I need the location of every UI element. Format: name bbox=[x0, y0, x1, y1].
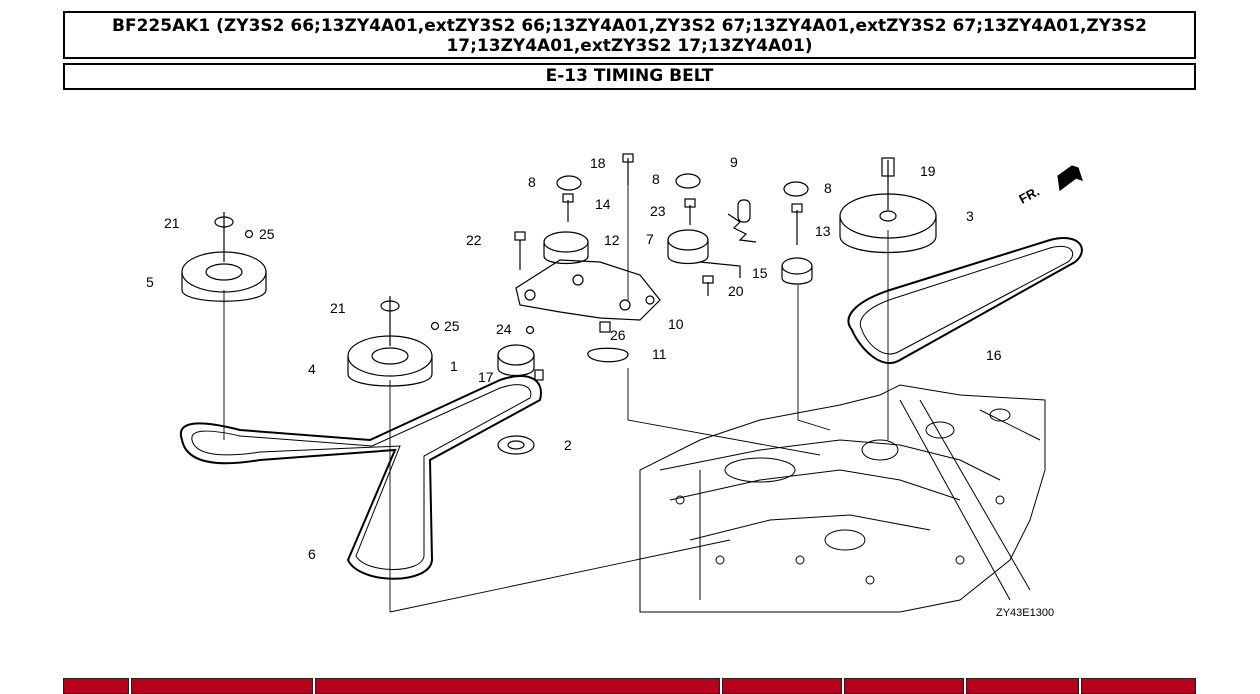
section-title: E-13 TIMING BELT bbox=[63, 63, 1196, 90]
model-title: BF225AK1 (ZY3S2 66;13ZY4A01,extZY3S2 66;… bbox=[63, 11, 1196, 59]
callout-12: 12 bbox=[604, 232, 620, 248]
callout-22: 22 bbox=[466, 232, 482, 248]
spring-9 bbox=[727, 199, 757, 243]
callout-2: 2 bbox=[564, 437, 572, 453]
pulley-4 bbox=[347, 296, 433, 387]
callout-3: 3 bbox=[966, 208, 974, 224]
tensioner-bracket-10 bbox=[515, 259, 661, 321]
callout-19: 19 bbox=[920, 163, 936, 179]
callout-10: 10 bbox=[668, 316, 684, 332]
callout-8c: 8 bbox=[824, 180, 832, 196]
callout-17: 17 bbox=[478, 369, 494, 385]
callout-25a: 25 bbox=[259, 226, 275, 242]
parts-table-header-cell-4 bbox=[722, 678, 842, 694]
callout-21b: 21 bbox=[330, 300, 346, 316]
model-title-line-1: BF225AK1 (ZY3S2 66;13ZY4A01,extZY3S2 66;… bbox=[112, 16, 1147, 36]
callout-labels: 21 25 5 21 25 4 1 17 24 2 6 22 8 18 14 1… bbox=[146, 154, 1054, 619]
parts-table-header-cell-3 bbox=[315, 678, 720, 694]
callout-21a: 21 bbox=[164, 215, 180, 231]
idler-12 bbox=[543, 231, 589, 265]
callout-14: 14 bbox=[595, 196, 611, 212]
callout-20: 20 bbox=[728, 283, 744, 299]
callout-11: 11 bbox=[652, 346, 667, 362]
callout-16: 16 bbox=[986, 347, 1002, 363]
tensioner-7 bbox=[667, 229, 741, 278]
engine-block bbox=[639, 384, 1046, 613]
callout-25b: 25 bbox=[444, 318, 460, 334]
timing-belt-6 bbox=[179, 375, 542, 580]
belt-11 bbox=[587, 347, 629, 363]
callout-8a: 8 bbox=[528, 174, 536, 190]
callout-6: 6 bbox=[308, 546, 316, 562]
callout-24: 24 bbox=[496, 321, 512, 337]
sprocket-2 bbox=[497, 435, 535, 455]
caps-8 bbox=[556, 173, 809, 197]
callout-13: 13 bbox=[815, 223, 831, 239]
callout-8b: 8 bbox=[652, 171, 660, 187]
diagram-code: ZY43E1300 bbox=[996, 607, 1054, 619]
callout-9: 9 bbox=[730, 154, 738, 170]
washers-25 bbox=[244, 229, 535, 335]
callout-1: 1 bbox=[450, 358, 458, 374]
front-direction-arrow bbox=[1057, 165, 1083, 192]
parts-table-header-cell-1 bbox=[63, 678, 129, 694]
collar-15 bbox=[781, 257, 813, 285]
callout-15: 15 bbox=[752, 265, 768, 281]
callout-5: 5 bbox=[146, 274, 154, 290]
callout-18: 18 bbox=[590, 155, 606, 171]
sprocket-1 bbox=[497, 344, 535, 377]
callout-23: 23 bbox=[650, 203, 666, 219]
model-title-line-2: 17;13ZY4A01,extZY3S2 17;13ZY4A01) bbox=[446, 36, 813, 56]
pulley-5 bbox=[181, 212, 267, 302]
parts-table-header-cell-6 bbox=[966, 678, 1079, 694]
callout-7: 7 bbox=[646, 231, 654, 247]
bolts bbox=[514, 153, 803, 381]
timing-belt-16 bbox=[847, 237, 1083, 364]
parts-table-header-cell-7 bbox=[1081, 678, 1196, 694]
callout-4: 4 bbox=[308, 361, 316, 377]
leader-lines bbox=[223, 185, 889, 613]
parts-table-header-cell-5 bbox=[844, 678, 964, 694]
parts-table-header-cell-2 bbox=[131, 678, 313, 694]
fr-label: FR. bbox=[1016, 184, 1042, 207]
exploded-parts-diagram: 21 25 5 21 25 4 1 17 24 2 6 22 8 18 14 1… bbox=[146, 153, 1083, 619]
pulley-3 bbox=[839, 157, 937, 254]
callout-26: 26 bbox=[610, 327, 626, 343]
